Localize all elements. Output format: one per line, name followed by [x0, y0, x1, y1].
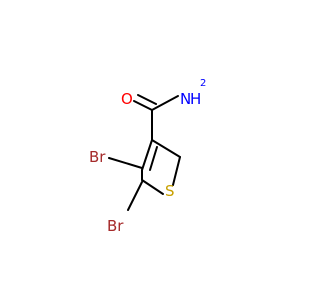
atom-nitrogen-h: H	[190, 90, 201, 108]
bond-carbonyl-o	[133, 100, 153, 111]
atom-br-lower: Br	[107, 217, 124, 235]
bond-carbonyl-o-double	[137, 94, 157, 105]
atom-sulfur: S	[165, 182, 175, 200]
bond-c3-c4-inner	[149, 146, 158, 171]
bond-c3-c4	[141, 139, 153, 171]
bond-c4-c5	[151, 139, 181, 158]
bond-c2-br	[127, 181, 143, 211]
bond-c5-s	[172, 156, 181, 186]
atom-br-upper: Br	[89, 148, 106, 166]
atom-nitrogen-h-count: 2	[200, 78, 206, 89]
bond-c4-br	[108, 157, 143, 169]
structure-canvas: Br Br S O N H 2	[89, 78, 206, 235]
bond-carbonyl-n	[151, 95, 179, 111]
molecule-structure: Br Br S O N H 2	[89, 78, 206, 235]
atom-nitrogen: N	[180, 90, 191, 108]
atom-oxygen: O	[121, 90, 133, 108]
bond-s-c2	[141, 179, 164, 195]
